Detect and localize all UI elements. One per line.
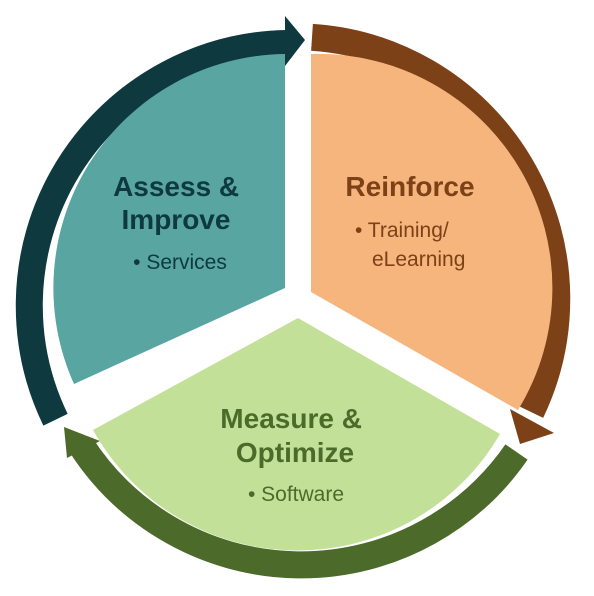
- measure-segment: [93, 318, 500, 551]
- measure-title: Measure & Optimize: [220, 403, 369, 468]
- reinforce-bullet-line: eLearning: [372, 248, 465, 271]
- reinforce-bullet-line: • Training/: [355, 219, 449, 242]
- reinforce-arrow-head: [510, 409, 554, 444]
- reinforce-arrow-arc: [311, 23, 571, 418]
- reinforce-bullet: • Training/ eLearning: [355, 219, 465, 271]
- assess-bullet: • Services: [133, 251, 227, 274]
- measure-bullet-line: • Software: [248, 483, 344, 506]
- measure-arrow-arc: [69, 437, 528, 579]
- assess-bullet-line: • Services: [133, 251, 227, 274]
- measure-bullet: • Software: [248, 483, 344, 506]
- assess-title-line: Improve: [122, 204, 231, 235]
- assess-segment: [53, 54, 286, 384]
- measure-arrow-head: [64, 427, 100, 458]
- measure-title-line: Measure &: [220, 403, 362, 434]
- reinforce-segment: [311, 53, 553, 410]
- reinforce-title-line: Reinforce: [345, 171, 474, 202]
- measure-title-line: Optimize: [236, 437, 354, 468]
- assess-arrow-arc: [15, 30, 287, 426]
- reinforce-title: Reinforce: [345, 171, 474, 202]
- assess-title: Assess & Improve: [113, 171, 247, 235]
- assess-arrow-head: [285, 16, 305, 66]
- assess-title-line: Assess &: [113, 171, 239, 202]
